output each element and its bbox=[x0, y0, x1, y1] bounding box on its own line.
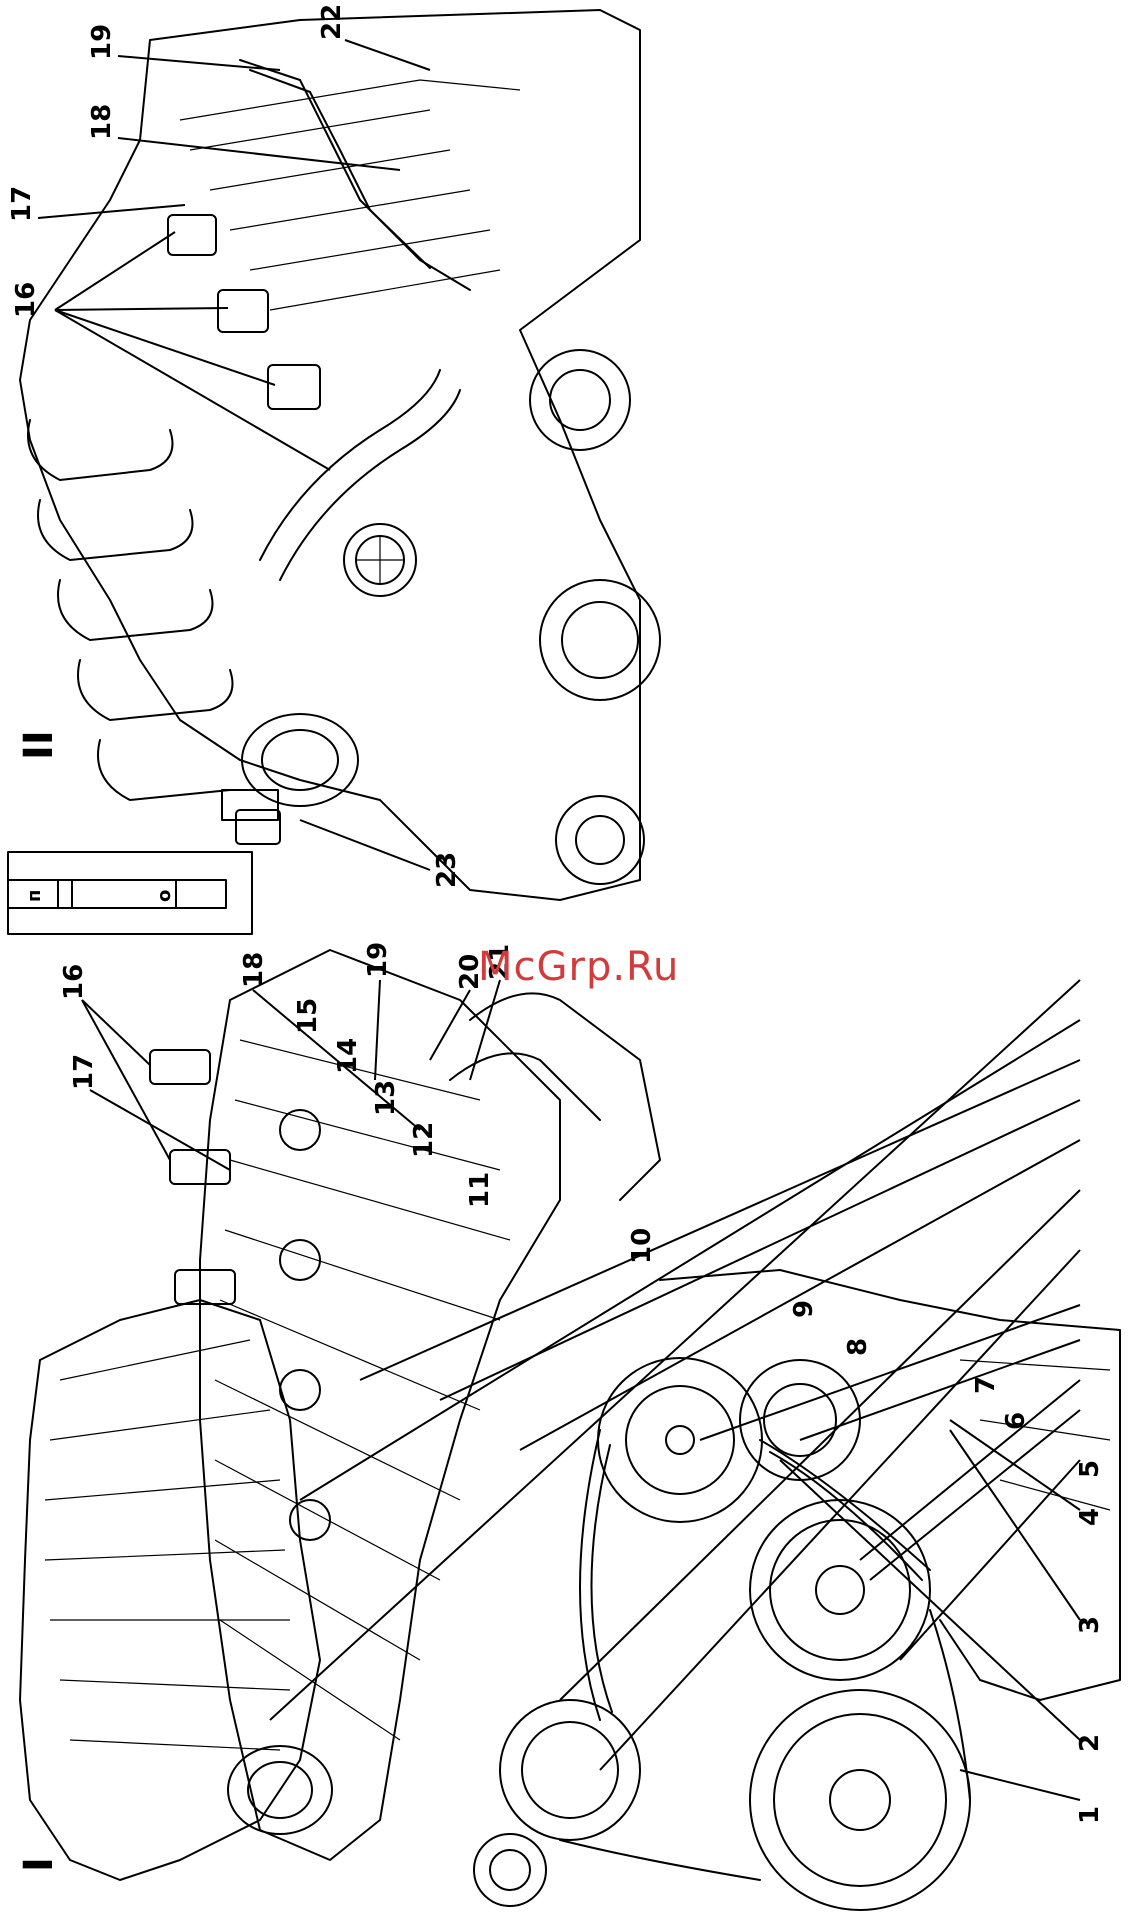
watermark: McGrp.Ru bbox=[478, 944, 679, 990]
callout-v2-16: 16 bbox=[11, 282, 41, 318]
callout-v1-10: 10 bbox=[627, 1228, 657, 1264]
view-2-leader-lines bbox=[38, 40, 430, 870]
callout-v1-13: 13 bbox=[371, 1080, 401, 1116]
callout-v1-18: 18 bbox=[239, 952, 269, 988]
inset-char-left: п bbox=[24, 890, 45, 902]
callout-v1-16: 16 bbox=[59, 964, 89, 1000]
inset-char-right: о bbox=[154, 890, 175, 902]
callout-v2-23: 23 bbox=[432, 852, 462, 888]
callout-v1-9: 9 bbox=[789, 1300, 819, 1318]
view-1-numeral: I bbox=[16, 1857, 62, 1872]
view-1-leader-lines bbox=[82, 980, 1080, 1800]
callout-v1-14: 14 bbox=[333, 1038, 363, 1074]
callout-v1-1: 1 bbox=[1075, 1806, 1105, 1824]
callout-v2-19: 19 bbox=[87, 24, 117, 60]
callout-v1-17: 17 bbox=[69, 1054, 99, 1090]
callout-v1-6: 6 bbox=[1001, 1412, 1031, 1430]
callout-v1-15: 15 bbox=[293, 998, 323, 1034]
callout-v1-4: 4 bbox=[1075, 1508, 1105, 1526]
callout-v1-5: 5 bbox=[1075, 1460, 1105, 1478]
callout-v1-19: 19 bbox=[363, 942, 393, 978]
callout-v1-11: 11 bbox=[465, 1172, 495, 1208]
callout-v1-2: 2 bbox=[1075, 1734, 1105, 1752]
view-2-engine-drawing bbox=[20, 10, 660, 900]
callout-v1-8: 8 bbox=[843, 1338, 873, 1356]
callout-v2-18: 18 bbox=[87, 104, 117, 140]
callout-v1-3: 3 bbox=[1075, 1616, 1105, 1634]
callout-v1-7: 7 bbox=[971, 1376, 1001, 1394]
callout-v1-12: 12 bbox=[409, 1122, 439, 1158]
view-2-numeral: II bbox=[16, 730, 62, 760]
callout-v2-17: 17 bbox=[7, 186, 37, 222]
callout-v2-22: 22 bbox=[317, 4, 347, 40]
inset-marking-detail: п о bbox=[8, 852, 252, 934]
